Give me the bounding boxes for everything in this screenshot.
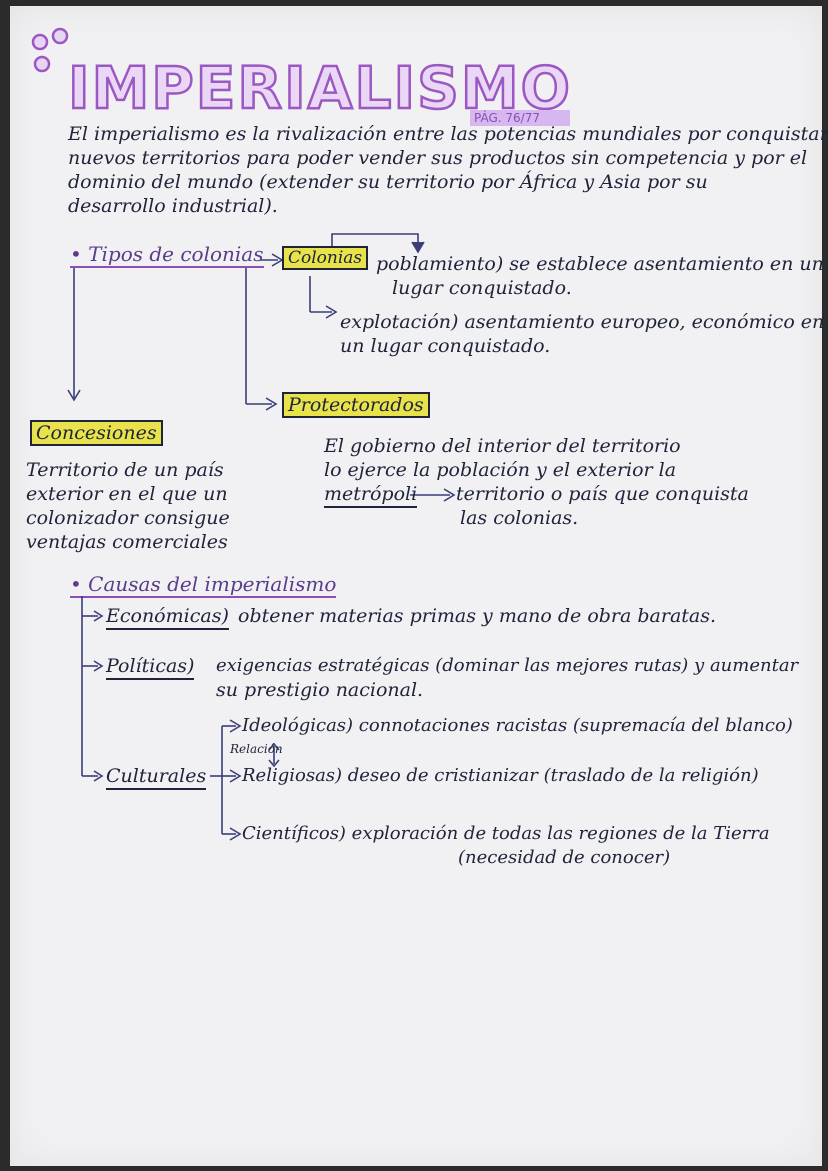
poblamiento-line-1: poblamiento) se establece asentamiento e…	[376, 253, 824, 275]
decorative-circles-icon	[31, 27, 69, 73]
cientificas-line-2: (necesidad de conocer)	[458, 847, 671, 868]
tipos-connector-lines	[67, 233, 456, 502]
page-reference: PÁG. 76/77	[470, 110, 570, 126]
politicas-label: Políticas)	[106, 654, 195, 680]
economicas-text: obtener materias primas y mano de obra b…	[238, 605, 717, 627]
metropoli-label: metrópoli	[324, 482, 418, 508]
notebook-page: IMPERIALISMO PÁG. 76/77 El imperialismo …	[10, 6, 828, 1166]
religiosas-text: Religiosas) deseo de cristianizar (trasl…	[242, 765, 759, 786]
ideologicas-text: Ideológicas) connotaciones racistas (sup…	[242, 715, 793, 736]
economicas-label: Económicas)	[106, 604, 229, 630]
protectorados-line-2: lo ejerce la población y el exterior la	[324, 459, 677, 481]
colonias-label: Colonias	[282, 246, 369, 270]
explotacion-line-1: explotación) asentamiento europeo, econó…	[340, 311, 825, 333]
intro-line-1: El imperialismo es la rivalización entre…	[68, 123, 828, 145]
causas-connector-lines	[81, 596, 280, 841]
metropoli-def-line-2: las colonias.	[460, 507, 579, 529]
culturales-label: Culturales	[106, 764, 207, 790]
relacion-label: Relación	[230, 742, 283, 756]
politicas-line-2: su prestigio nacional.	[216, 679, 424, 701]
poblamiento-line-2: lugar conquistado.	[392, 277, 572, 299]
concesiones-label: Concesiones	[30, 420, 163, 446]
politicas-line-1: exigencias estratégicas (dominar las mej…	[216, 655, 799, 676]
explotacion-line-2: un lugar conquistado.	[340, 335, 551, 357]
causas-heading: • Causas del imperialismo	[70, 572, 337, 598]
concesiones-line-2: exterior en el que un	[26, 483, 228, 505]
protectorados-label: Protectorados	[282, 392, 430, 418]
tipos-heading: • Tipos de colonias	[70, 242, 264, 268]
intro-line-2: nuevos territorios para poder vender sus…	[68, 147, 808, 169]
intro-line-3: dominio del mundo (extender su territori…	[68, 171, 708, 193]
metropoli-def-line-1: territorio o país que conquista	[456, 483, 749, 505]
concesiones-line-3: colonizador consigue	[26, 507, 230, 529]
cientificas-line-1: Científicos) exploración de todas las re…	[242, 823, 770, 844]
concesiones-line-4: ventajas comerciales	[26, 531, 228, 553]
concesiones-line-1: Territorio de un país	[26, 459, 224, 481]
protectorados-line-1: El gobierno del interior del territorio	[324, 435, 681, 457]
intro-line-4: desarrollo industrial).	[68, 195, 278, 217]
